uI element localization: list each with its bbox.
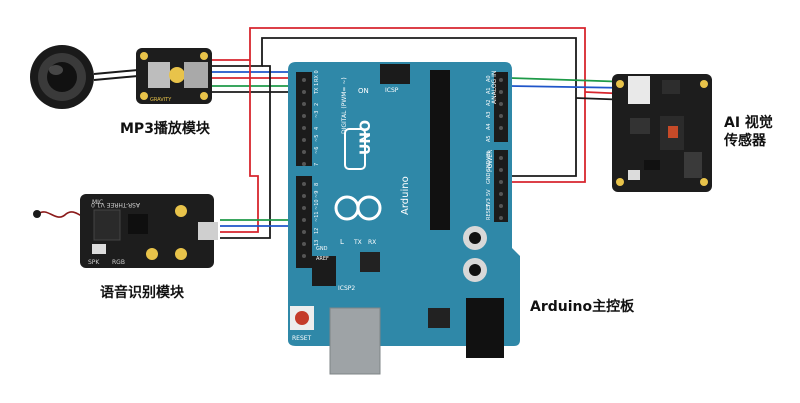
wire-red-voice <box>220 60 259 233</box>
board-rx-text: RX <box>368 239 376 246</box>
pin-label: RX 0 <box>314 70 320 82</box>
pin-label: VIN <box>486 151 492 160</box>
digital-pin-labels-bottom: 8 ~9~10~11 12 13 <box>314 183 320 246</box>
mp3-module: GRAVITY <box>136 48 212 104</box>
icsp-header <box>380 64 410 84</box>
pin-label: 3V3 <box>486 198 492 208</box>
pin-label: A1 <box>486 87 492 94</box>
usb-port <box>329 307 381 375</box>
board-digital-text: DIGITAL (PWM= ~) <box>341 77 348 134</box>
digital-header-top <box>296 72 312 166</box>
reset-button-cap <box>295 311 309 325</box>
board-analog-text: ANALOG IN <box>491 71 498 104</box>
pin-label: A4 <box>486 123 492 130</box>
arduino-board-label: Arduino主控板 <box>530 299 635 315</box>
voice-module: ASR-THREE V1.0 MIC RGB SPK <box>33 194 218 268</box>
wire-black-top <box>210 37 577 177</box>
pin-label: 13 <box>314 240 320 246</box>
pin-label: A0 <box>486 75 492 82</box>
wire-green-ai <box>509 77 631 83</box>
pin-label: ~6 <box>314 147 320 154</box>
power-jack <box>466 298 504 358</box>
mcu-chip <box>430 70 450 230</box>
board-icsp-text: ICSP <box>385 87 399 94</box>
icsp2-header <box>312 256 336 286</box>
ai-sensor-label-line1: AI 视觉 <box>724 115 773 131</box>
pin-label: 12 <box>314 228 320 234</box>
board-l-text: L <box>340 238 344 246</box>
wires <box>210 27 631 239</box>
pin-label: 7 <box>314 163 320 166</box>
ai-sensor-label: AI 视觉 传感器 <box>724 114 773 150</box>
voice-module-spk: SPK <box>88 259 100 266</box>
wire-blue-ai <box>509 85 631 89</box>
pin-label: ~10 <box>314 199 320 210</box>
arduino-uno-board: UNO Arduino ON ICSP DIGITAL (PWM= ~) ANA… <box>288 62 520 375</box>
pin-label: ~5 <box>314 135 320 142</box>
pin-label: GND <box>486 172 492 184</box>
ai-vision-sensor <box>612 74 712 192</box>
power-header <box>494 150 508 222</box>
voice-module-title: ASR-THREE V1.0 <box>91 201 140 208</box>
pin-label: ~3 <box>314 111 320 118</box>
pin-label: 5V <box>486 189 492 196</box>
voice-module-rgb: RGB <box>112 259 125 266</box>
pin-label: 8 <box>314 183 320 186</box>
wire-black-voice <box>220 65 271 239</box>
analog-header <box>494 72 508 142</box>
board-brand-text: Arduino <box>400 176 411 215</box>
mp3-gravity-text: GRAVITY <box>150 97 172 103</box>
board-aref-text: AREF <box>316 256 329 262</box>
voice-module-mic: MIC <box>92 199 103 206</box>
pin-label: ~9 <box>314 191 320 198</box>
pin-label: A2 <box>486 99 492 106</box>
pin-label: ~11 <box>314 211 320 222</box>
pin-label: A3 <box>486 111 492 118</box>
board-icsp2-text: ICSP2 <box>338 285 355 292</box>
mp3-module-label: MP3播放模块 <box>120 121 210 137</box>
digital-pin-labels-top: RX 0TX 1 2 ~3 4 ~5 ~6 7 <box>314 70 320 166</box>
wire-red-top <box>210 27 586 183</box>
pin-label: GND <box>486 160 492 172</box>
board-power-text: POWER <box>487 150 494 172</box>
voice-module-label: 语音识别模块 <box>100 285 184 301</box>
speaker <box>30 45 139 109</box>
board-reset-text: RESET <box>292 335 312 342</box>
pin-label: 4 <box>314 127 320 130</box>
arduino-logo <box>334 195 382 221</box>
board-tx-text: TX <box>353 239 362 246</box>
pin-label: 2 <box>314 103 320 106</box>
ai-sensor-label-line2: 传感器 <box>724 133 766 149</box>
board-uno-text: UNO <box>358 120 374 155</box>
board-gnd-text: GND <box>316 246 328 252</box>
board-on-text: ON <box>358 87 369 95</box>
pin-label: A5 <box>486 135 492 142</box>
pin-label: RESET <box>486 203 492 220</box>
pin-label: TX 1 <box>314 83 320 95</box>
